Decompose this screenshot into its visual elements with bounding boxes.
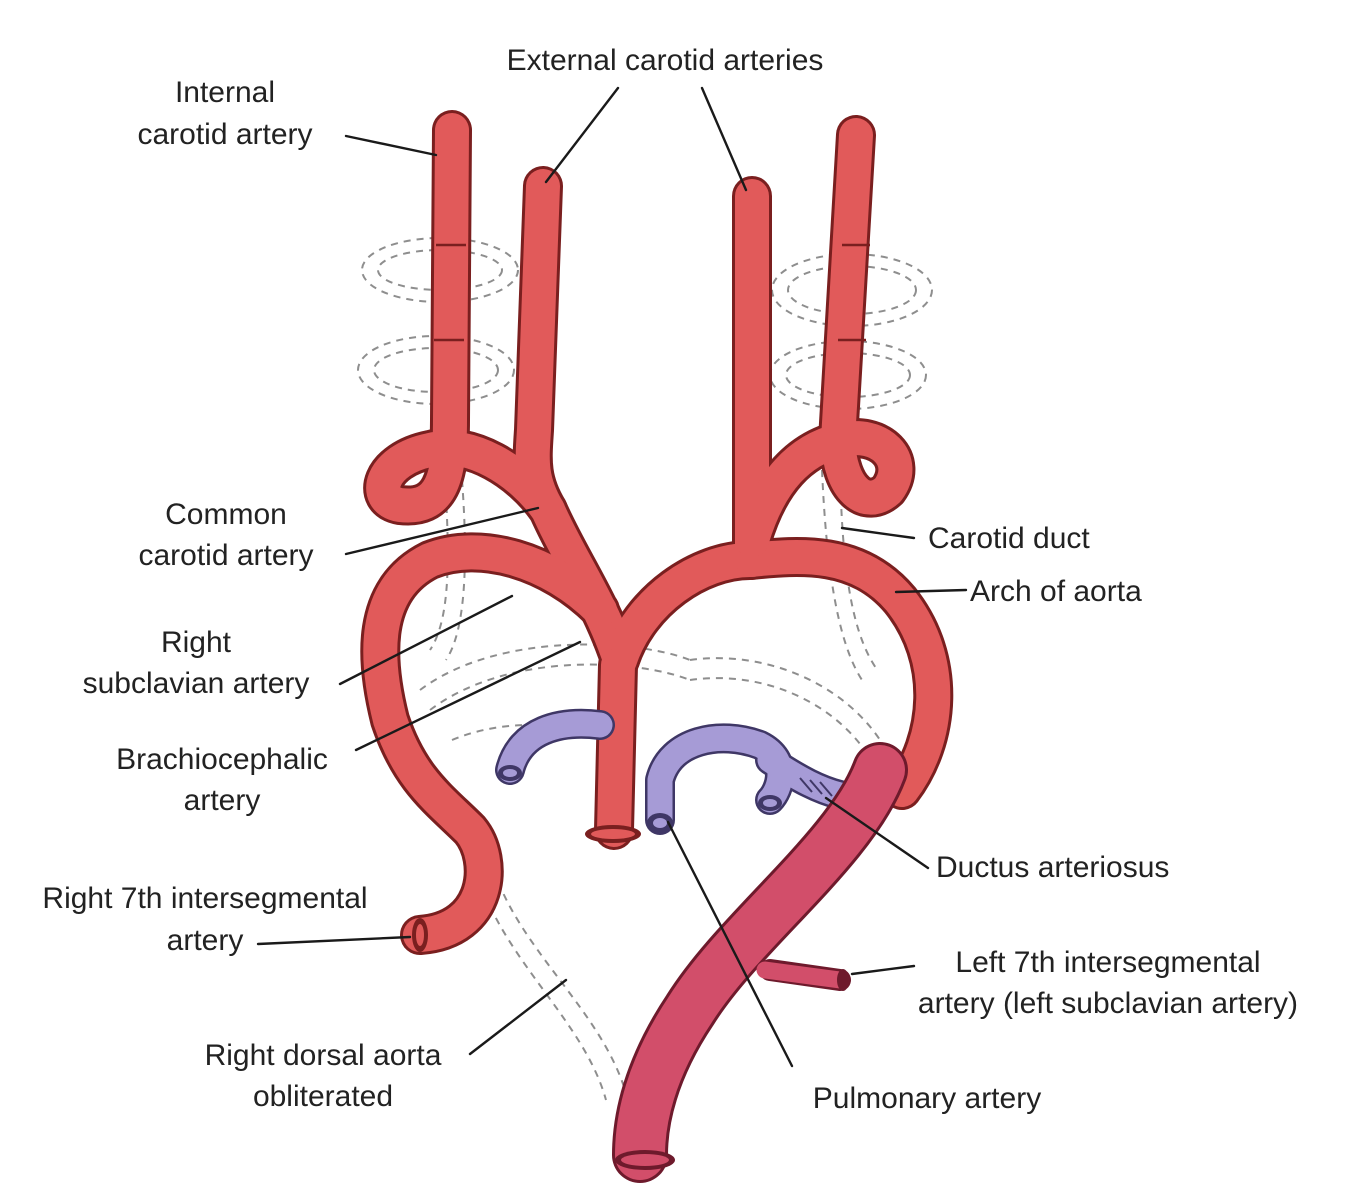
label-brachiocephalic-line1: Brachiocephalic [116, 743, 328, 776]
label-brachiocephalic-line2: artery [184, 784, 261, 817]
leader-left-7th [850, 964, 916, 976]
leader-right-subclavian [338, 594, 514, 686]
leader-brachiocephalic [354, 640, 582, 752]
right-internal-carotid-path [366, 113, 637, 677]
leader-right-dorsal [468, 978, 568, 1056]
labels: External carotid arteries Internal carot… [42, 44, 1298, 1115]
pulmonary-trunk [495, 708, 855, 835]
leader-external-carotid-left [700, 86, 748, 192]
leader-pulmonary-artery [666, 820, 794, 1068]
label-right-dorsal-line2: obliterated [253, 1080, 393, 1113]
leader-arch-of-aorta [894, 588, 968, 594]
label-common-carotid-line2: carotid artery [138, 539, 313, 572]
label-carotid-duct: Carotid duct [928, 522, 1090, 555]
label-right-dorsal-line1: Right dorsal aorta [205, 1039, 442, 1072]
label-internal-carotid-line2: carotid artery [137, 118, 312, 151]
leader-internal-carotid [344, 134, 438, 157]
leader-lines [256, 86, 968, 1068]
left-internal-carotid-path [735, 118, 913, 557]
label-arch-of-aorta: Arch of aorta [970, 575, 1142, 608]
label-ductus-arteriosus: Ductus arteriosus [936, 851, 1169, 884]
label-right-subclavian-line1: Right [161, 626, 232, 659]
label-external-carotid: External carotid arteries [507, 44, 824, 77]
right-subclavian-path [363, 535, 617, 952]
label-internal-carotid-line1: Internal [175, 76, 275, 109]
ascending-aorta-path [597, 648, 635, 847]
leader-carotid-duct [840, 526, 916, 540]
leader-common-carotid [344, 506, 540, 556]
label-right-7th-line1: Right 7th intersegmental [42, 882, 367, 915]
label-right-7th-line2: artery [167, 924, 244, 957]
leader-external-carotid-right [544, 86, 620, 184]
label-pulmonary-artery: Pulmonary artery [813, 1082, 1041, 1115]
arterial-system [360, 110, 954, 955]
label-common-carotid-line1: Common [165, 498, 287, 531]
aortic-arch-path [603, 539, 951, 807]
descending-aorta [612, 742, 908, 1183]
label-right-subclavian-line2: subclavian artery [83, 667, 310, 700]
right-external-carotid-path [515, 169, 565, 527]
label-left-7th-line2: artery (left subclavian artery) [918, 987, 1298, 1020]
leader-right-7th [256, 935, 412, 946]
leader-ductus-arteriosus [824, 796, 930, 870]
label-left-7th-line1: Left 7th intersegmental [955, 946, 1260, 979]
